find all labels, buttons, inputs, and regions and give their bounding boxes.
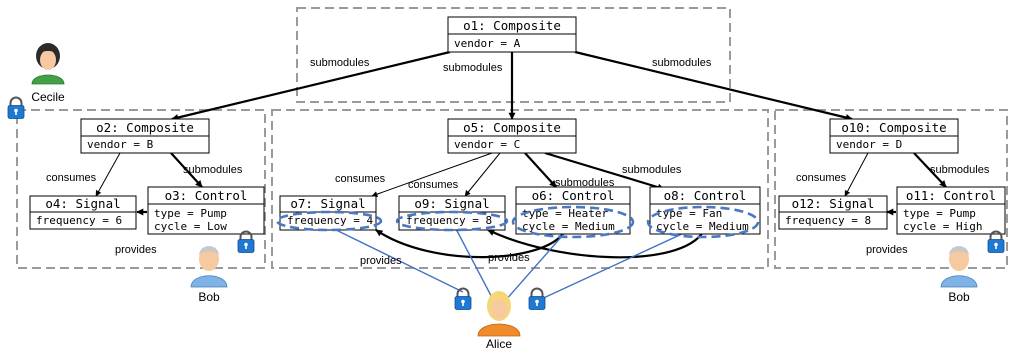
object-o8-attr-cycle: cycle = Medium <box>656 220 749 233</box>
lock-icon <box>454 287 472 310</box>
object-o2-title: o2: Composite <box>96 120 194 135</box>
label-provides-o8-o9: provides <box>488 252 530 264</box>
object-o2-attr: vendor = B <box>87 138 154 151</box>
edge-o10-o12 <box>844 152 869 197</box>
object-o11-attr-type: type = Pump <box>903 207 976 220</box>
label-consumes-o2-o4: consumes <box>46 172 97 184</box>
alice-view-line-o8 <box>536 226 698 302</box>
group-frame-left <box>16 109 266 269</box>
alice-highlight-o9 <box>395 210 509 232</box>
object-o10-title: o10: Composite <box>841 120 946 135</box>
edge-o5-o6 <box>524 152 557 188</box>
alice-highlight-o8 <box>646 205 760 239</box>
object-o7-title: o7: Signal <box>290 196 365 211</box>
group-frame-top <box>296 7 731 103</box>
label-submodules-o2-o3: submodules <box>183 164 243 176</box>
label-submodules-o10-o11: submodules <box>930 164 990 176</box>
label-submodules-o5-o8: submodules <box>622 164 682 176</box>
object-o4-title: o4: Signal <box>45 196 120 211</box>
edge-o6-o7 <box>375 229 566 259</box>
object-o3[interactable]: o3: Control type = Pump cycle = Low <box>147 186 265 235</box>
alice-view-line-o7 <box>329 226 464 293</box>
person-cecile-name: Cecile <box>31 90 65 104</box>
object-o4-attr: frequency = 6 <box>36 214 122 227</box>
object-o8-title: o8: Control <box>664 188 747 203</box>
group-frame-right <box>774 109 1008 269</box>
group-frame-center <box>271 109 769 269</box>
object-o6-title: o6: Control <box>532 188 615 203</box>
object-o3-title: o3: Control <box>165 188 248 203</box>
object-o12-attr: frequency = 8 <box>785 214 871 227</box>
edge-o1-o10 <box>574 50 853 121</box>
object-o1-attr: vendor = A <box>454 37 521 50</box>
label-submodules-o1-o5: submodules <box>443 62 503 74</box>
object-o2[interactable]: o2: Composite vendor = B <box>80 118 210 154</box>
label-submodules-o1-o2: submodules <box>310 57 370 69</box>
object-o11-title: o11: Control <box>906 188 996 203</box>
person-bob-left-name: Bob <box>198 290 220 304</box>
object-o6-attr-type: type = Heater <box>522 207 608 220</box>
label-consumes-o5-o7: consumes <box>335 173 386 185</box>
person-alice-name: Alice <box>486 337 512 351</box>
label-submodules-o5-o6: submodules <box>555 177 615 189</box>
object-o4[interactable]: o4: Signal frequency = 6 <box>29 195 137 230</box>
alice-highlight-o7 <box>275 210 383 232</box>
label-provides-o6-o7: provides <box>360 255 402 267</box>
object-o12[interactable]: o12: Signal frequency = 8 <box>778 195 888 230</box>
object-o9-title: o9: Signal <box>414 196 489 211</box>
object-o1-title: o1: Composite <box>463 18 561 33</box>
object-o9-attr: frequency = 8 <box>406 214 492 227</box>
person-bob-right-icon <box>940 246 978 288</box>
edge-o8-o9 <box>487 229 704 259</box>
edge-o1-o2 <box>171 50 451 121</box>
object-o10[interactable]: o10: Composite vendor = D <box>829 118 959 154</box>
label-consumes-o5-o9: consumes <box>408 179 459 191</box>
object-o3-attr-cycle: cycle = Low <box>154 220 227 233</box>
edge-o2-o3 <box>170 152 203 188</box>
object-o7-attr: frequency = 4 <box>287 214 373 227</box>
object-o10-attr: vendor = D <box>836 138 902 151</box>
lock-icon <box>528 287 546 310</box>
edge-o10-o11 <box>913 152 947 188</box>
lock-icon <box>7 96 25 119</box>
object-o8-attr-type: type = Fan <box>656 207 722 220</box>
object-o5-title: o5: Composite <box>463 120 561 135</box>
lock-icon <box>237 230 255 253</box>
person-alice-icon <box>477 291 521 337</box>
label-consumes-o10-o12: consumes <box>796 172 847 184</box>
object-o11[interactable]: o11: Control type = Pump cycle = High <box>896 186 1006 235</box>
object-o5-attr: vendor = C <box>454 138 520 151</box>
label-provides-right: provides <box>866 244 908 256</box>
label-provides-left: provides <box>115 244 157 256</box>
object-o11-attr-cycle: cycle = High <box>903 220 982 233</box>
object-o9[interactable]: o9: Signal frequency = 8 <box>398 195 506 231</box>
object-o6-attr-cycle: cycle = Medium <box>522 220 615 233</box>
alice-highlight-o6 <box>511 205 635 239</box>
object-o1[interactable]: o1: Composite vendor = A <box>447 16 577 53</box>
edge-o5-o8 <box>544 151 665 191</box>
edge-o5-o7 <box>371 152 493 198</box>
edge-o5-o9 <box>464 152 501 197</box>
object-o12-title: o12: Signal <box>792 196 875 211</box>
person-bob-left-icon <box>190 246 228 288</box>
lock-icon <box>987 230 1005 253</box>
object-o3-attr-type: type = Pump <box>154 207 227 220</box>
edge-o2-o4 <box>95 152 121 197</box>
alice-view-line-o6 <box>497 226 571 310</box>
label-submodules-o1-o10: submodules <box>652 57 712 69</box>
person-cecile-icon <box>31 43 65 85</box>
person-bob-right-name: Bob <box>948 290 970 304</box>
object-o5[interactable]: o5: Composite vendor = C <box>447 118 577 154</box>
